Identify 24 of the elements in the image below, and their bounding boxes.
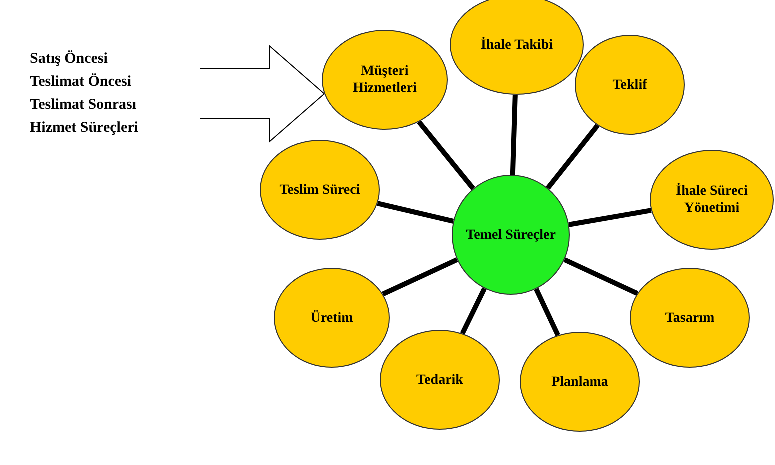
node-label: Üretim [310, 310, 354, 326]
connector-line [460, 288, 487, 335]
note-text: Hizmet Süreçleri [30, 119, 140, 138]
connector-line [417, 120, 476, 190]
note-text: Satış Öncesi [30, 50, 109, 69]
connector-line [534, 288, 560, 336]
node-label: Teslim Süreci [280, 182, 360, 198]
connector-line [564, 258, 639, 296]
note-text: Teslimat Öncesi [30, 72, 133, 92]
node-label: İhale Takibi [481, 36, 553, 54]
connector-line [546, 124, 600, 190]
node-label: Müşteri Hizmetleri [352, 63, 418, 97]
note-text: Teslimat Sonrası [30, 96, 138, 115]
node-label: Temel Süreçler [466, 226, 556, 244]
node-label: İhale Süreci Yönetimi [675, 183, 749, 217]
node-label: Tasarım [665, 310, 715, 326]
connector-line [568, 208, 652, 228]
node-label: Tedarik [416, 372, 464, 388]
node-label: Planlama [552, 374, 608, 390]
block-arrow [200, 44, 326, 144]
node-label: Teklif [612, 76, 648, 94]
connector-line [382, 258, 458, 297]
connector-line [377, 201, 454, 224]
connector-line [510, 94, 518, 176]
